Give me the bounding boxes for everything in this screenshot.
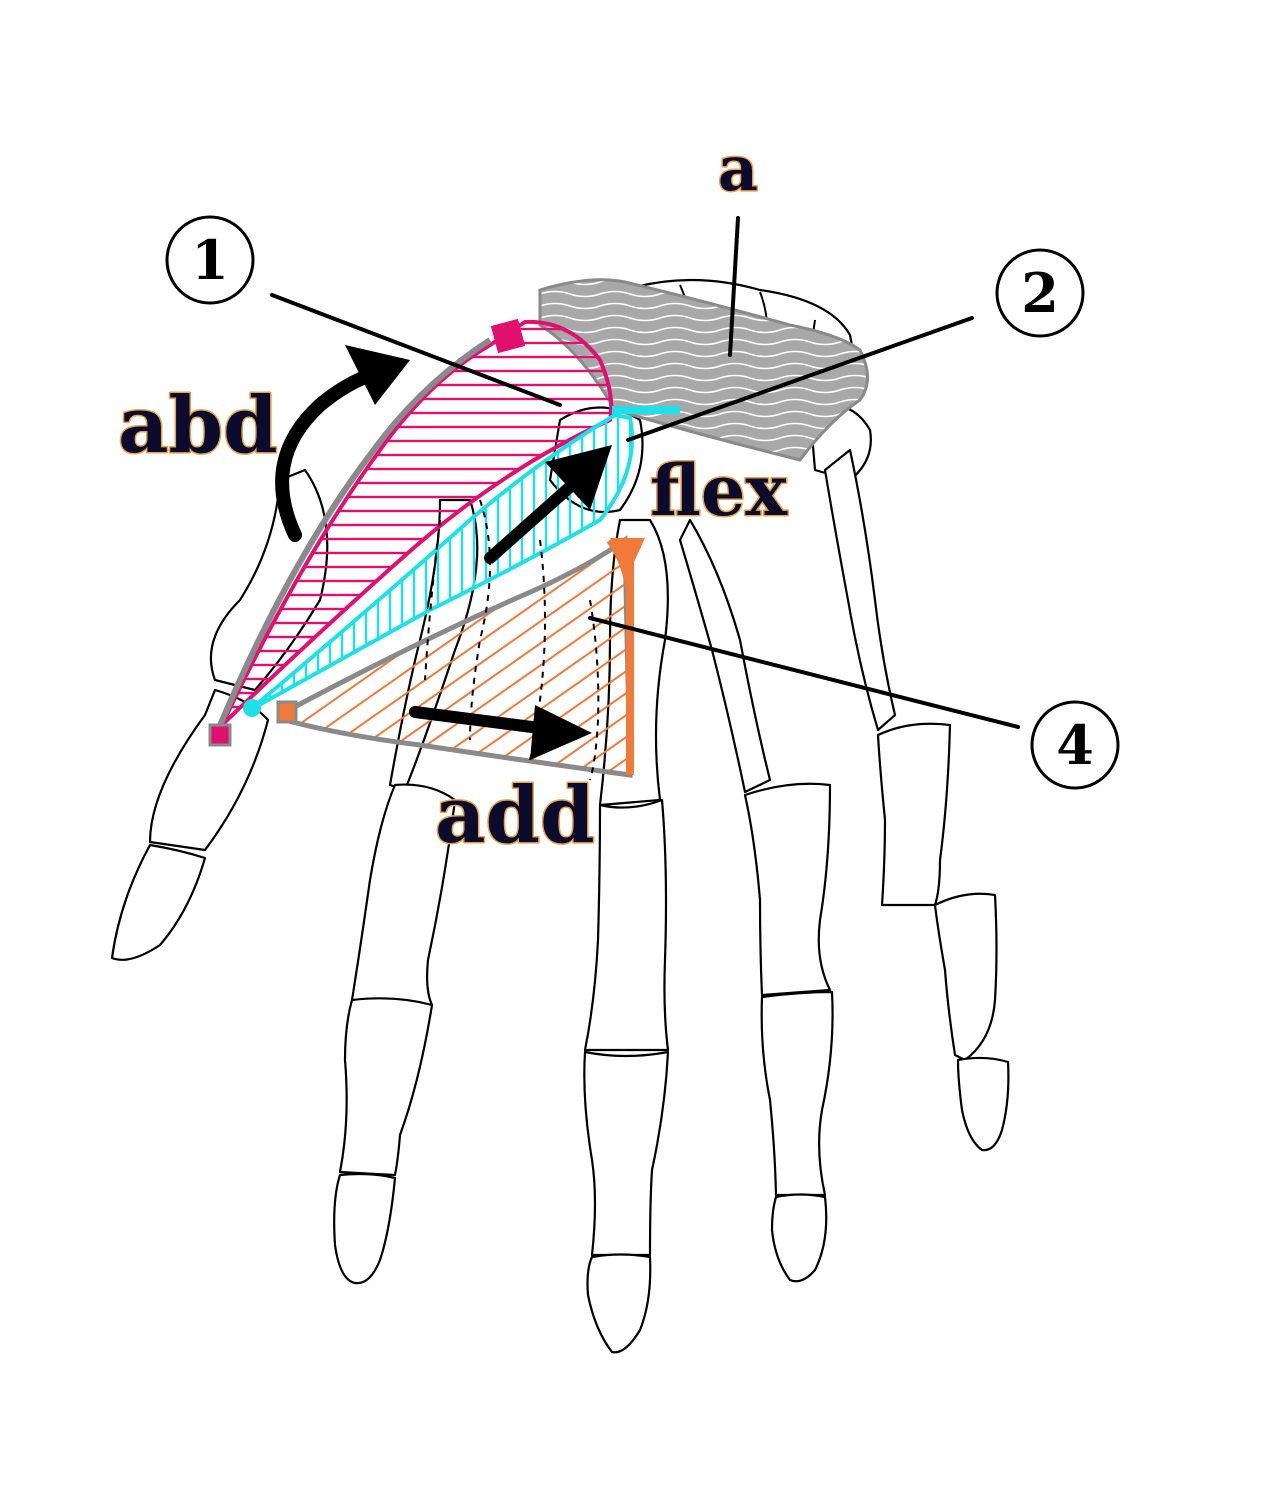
abductor-insertion-marker (208, 723, 232, 747)
label-a: a (718, 132, 758, 205)
callout-4-number: 4 (1056, 713, 1094, 777)
ring-finger-bones (678, 518, 834, 1283)
flexor-insertion-marker (243, 699, 261, 717)
label-abd: abd (118, 380, 278, 471)
abductor-origin-marker (490, 318, 526, 354)
label-flex: flex (650, 449, 788, 532)
adductor-insertion-marker (276, 700, 298, 724)
abduction-arrow-icon (275, 345, 410, 542)
leader-line-4 (588, 616, 1020, 729)
hidden-bone-lines (424, 499, 600, 781)
callout-2: 2 (995, 248, 1085, 338)
leader-lines (270, 216, 1020, 729)
abductor-outline (215, 337, 492, 732)
callout-1: 1 (165, 215, 255, 305)
flexor-muscle (248, 412, 634, 712)
flexor-retinaculum (538, 278, 869, 462)
adductor-top-tendon (610, 538, 645, 575)
little-finger-bones (823, 448, 1010, 1152)
leader-line-2 (626, 316, 974, 442)
adduction-arrow-icon (409, 705, 592, 760)
callout-1-number: 1 (191, 228, 229, 292)
flexion-arrow-icon (484, 445, 612, 564)
leader-line-a (728, 216, 740, 357)
callout-4: 4 (1030, 700, 1120, 790)
callout-2-number: 2 (1021, 261, 1059, 325)
leader-line-1 (270, 293, 562, 407)
abductor-muscle (220, 319, 614, 727)
label-add: add (435, 770, 595, 861)
